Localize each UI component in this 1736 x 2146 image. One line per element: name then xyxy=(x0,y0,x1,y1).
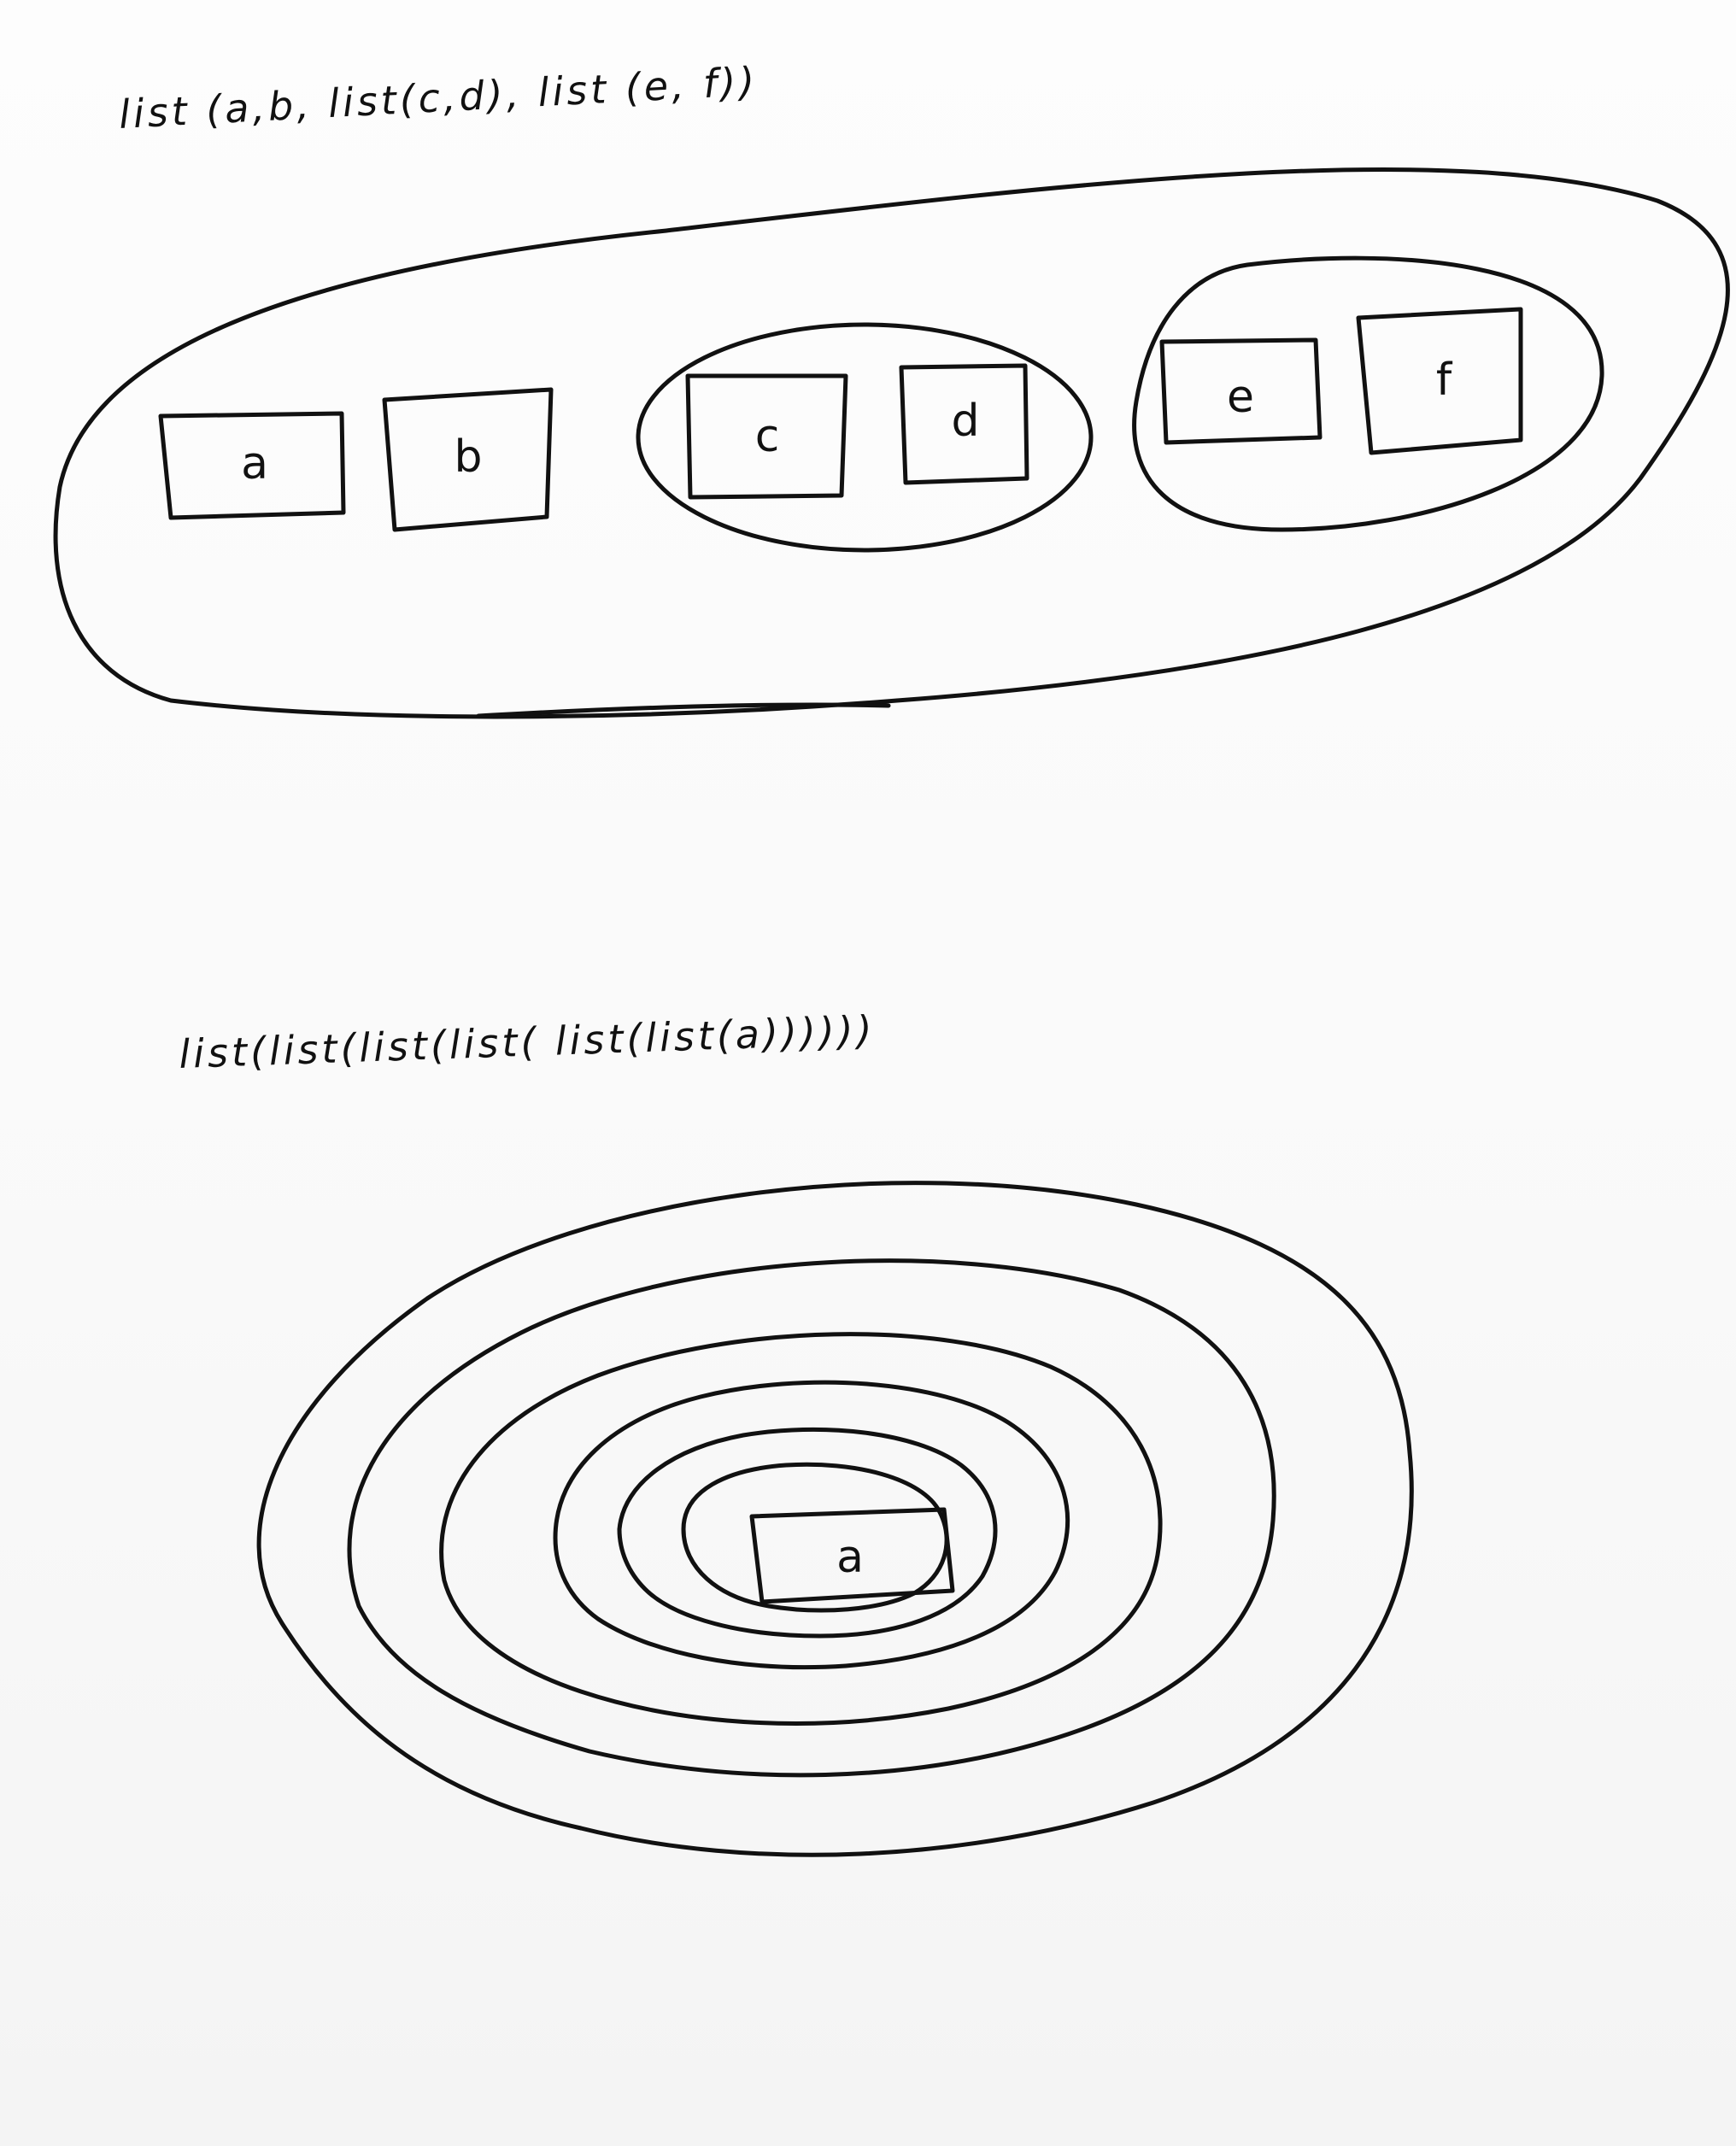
box-b-label: b xyxy=(454,431,482,483)
box-f xyxy=(1356,307,1523,455)
box-c-label: c xyxy=(755,411,780,462)
nesting-ring-4 xyxy=(553,1380,1070,1670)
box-a-nested-label: a xyxy=(836,1532,864,1583)
box-f-label: f xyxy=(1436,355,1453,406)
nesting-ring-1 xyxy=(256,1181,1414,1857)
box-a-nested xyxy=(749,1507,955,1604)
nesting-ring-3 xyxy=(439,1332,1163,1726)
box-a-label: a xyxy=(241,438,268,490)
box-b xyxy=(382,387,554,532)
expression-label-2: list(list(list(list( list(list(a)))))) xyxy=(178,1007,876,1077)
outer-list-overlap-stroke xyxy=(476,702,891,718)
outer-list-outline xyxy=(53,167,1730,719)
diagram-deeply-nested-list: list(list(list(list( list(list(a)))))) a xyxy=(178,1007,1414,1857)
inner-list-cd-outline xyxy=(636,322,1094,553)
inner-list-ef-outline xyxy=(1132,255,1604,532)
box-e xyxy=(1159,337,1323,445)
nesting-ring-5 xyxy=(617,1427,998,1639)
nesting-ring-6 xyxy=(681,1462,949,1613)
nesting-ring-2 xyxy=(347,1258,1276,1778)
box-e-label: e xyxy=(1227,372,1254,423)
diagram-flat-nested-list: list (a,b, list(c,d), list (e, f)) a b c… xyxy=(53,58,1730,719)
box-d-label: d xyxy=(951,396,979,447)
box-c xyxy=(685,373,848,500)
box-a xyxy=(158,411,346,520)
expression-label-1: list (a,b, list(c,d), list (e, f)) xyxy=(118,58,760,138)
box-d xyxy=(899,363,1029,485)
